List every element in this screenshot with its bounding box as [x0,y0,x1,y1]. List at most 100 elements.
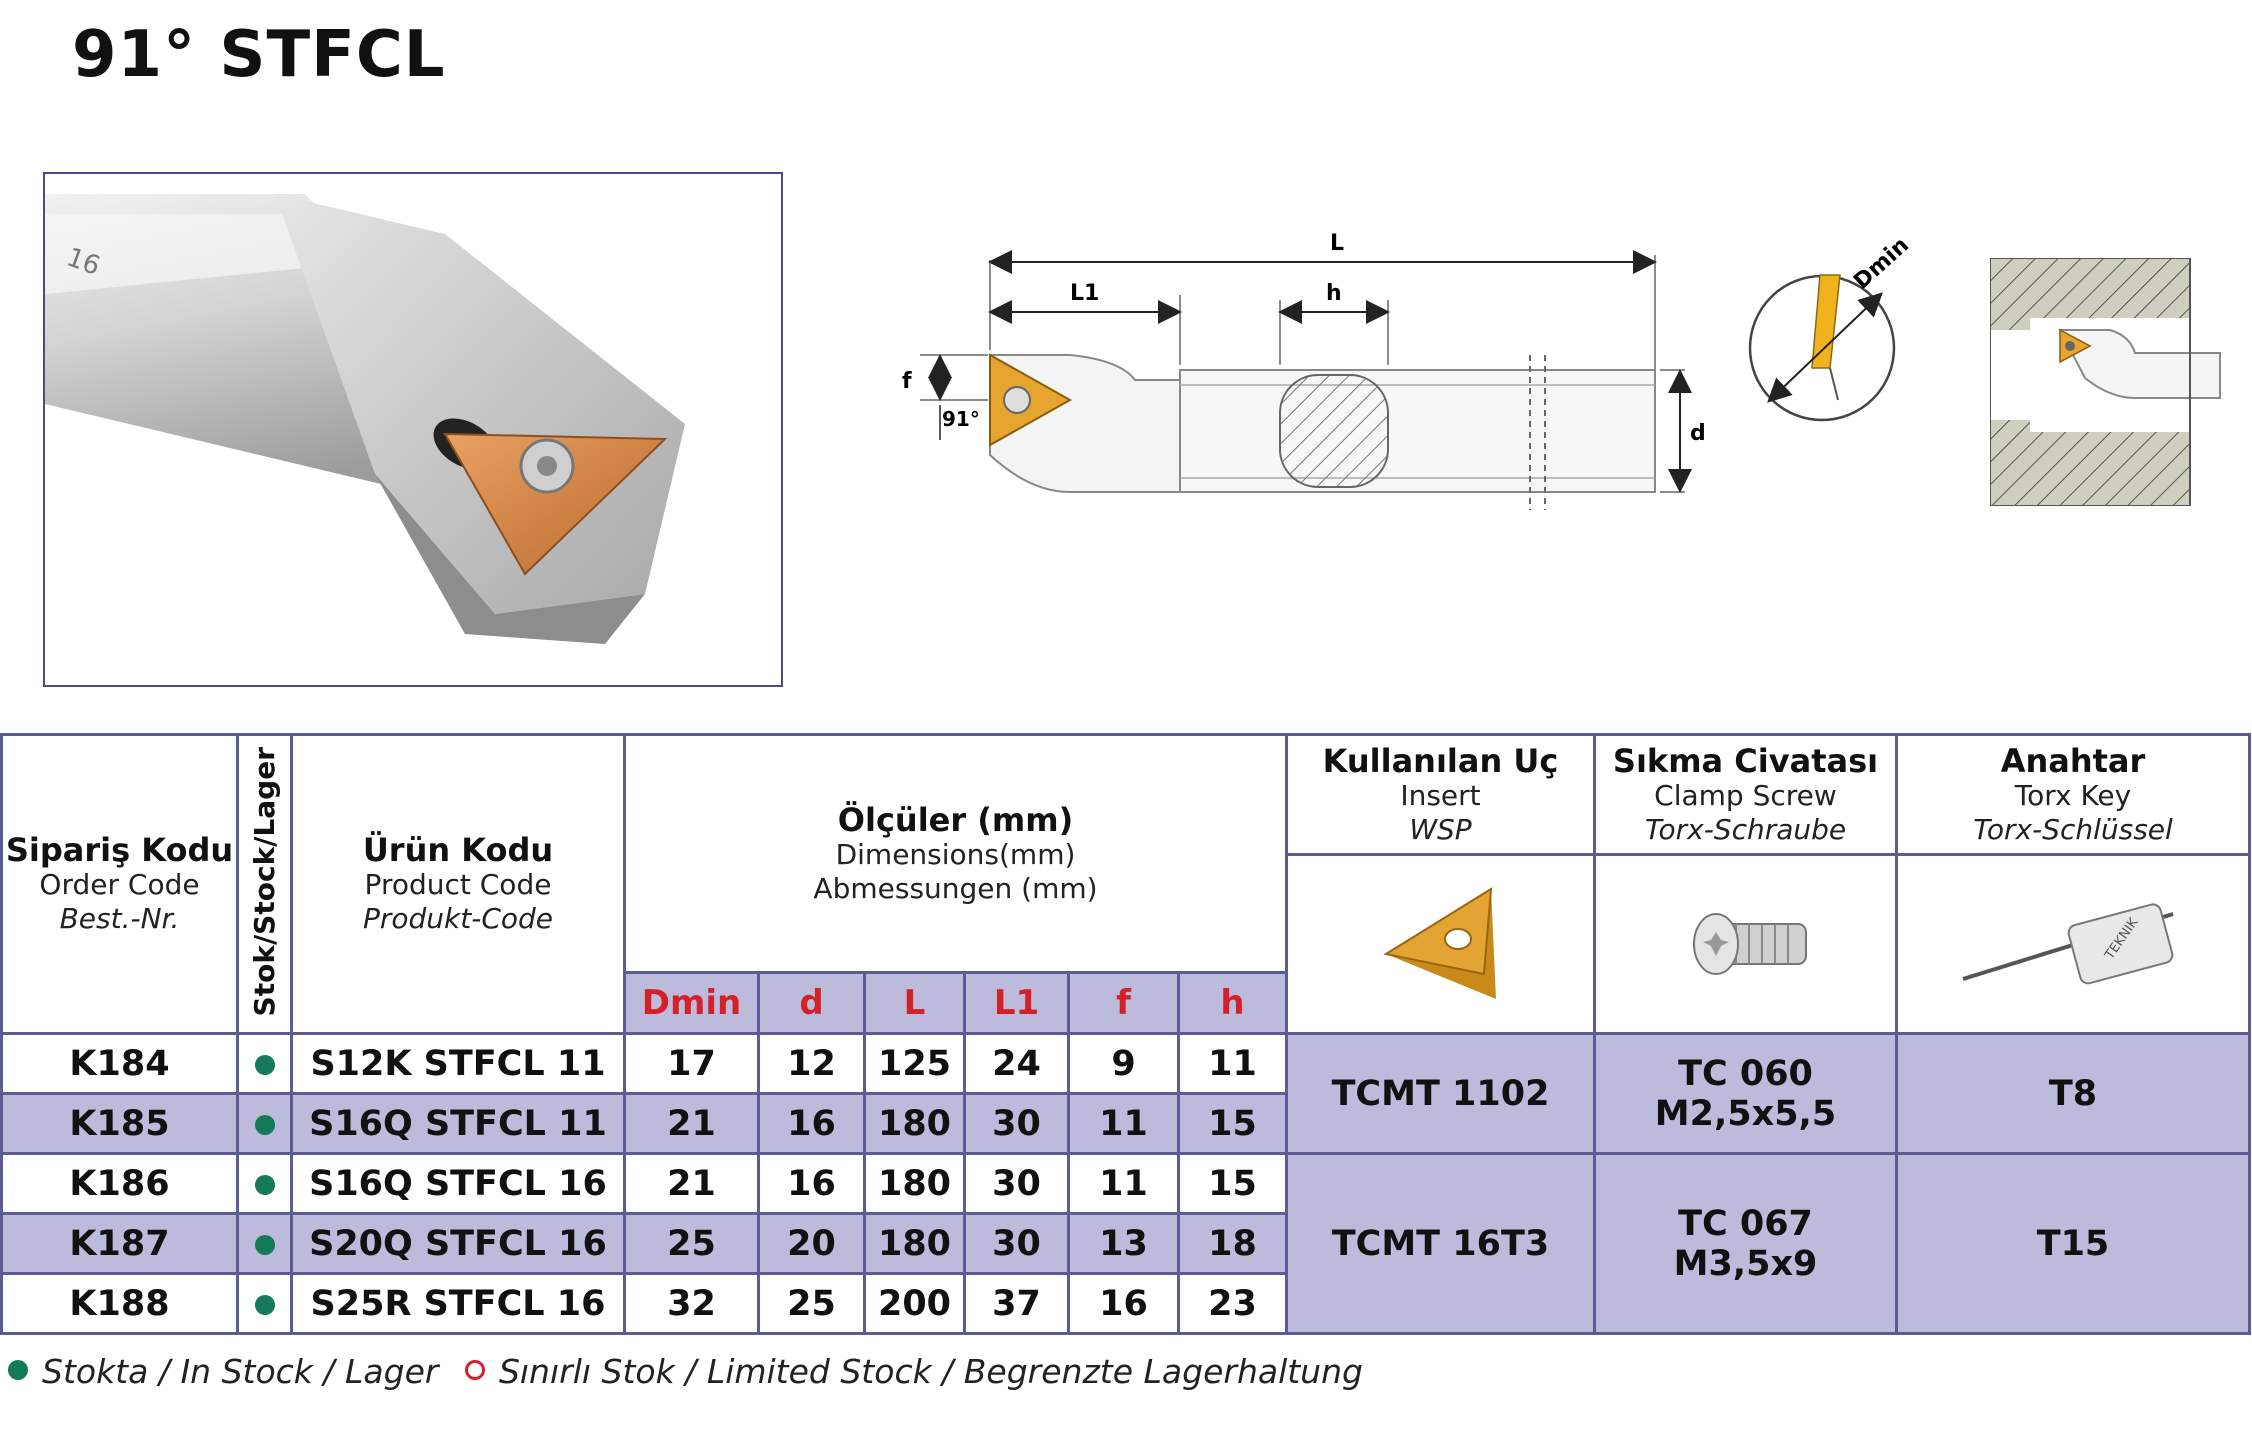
dim-col-dmin: Dmin [623,971,760,1035]
min-bore-detail: Dmin [1748,233,1914,422]
h-cell: 15 [1177,1092,1288,1155]
insert-en: Insert [1400,778,1481,812]
key-header: Anahtar Torx Key Torx-Schlüssel [1895,733,2251,856]
dimensions-tr: Ölçüler (mm) [837,800,1074,839]
in-stock-legend-text: Stokta / In Stock / Lager [42,1352,439,1391]
key-value-cell: T8 [1895,1032,2251,1155]
d-cell: 12 [757,1032,866,1095]
h-cell: 11 [1177,1032,1288,1095]
key-en: Torx Key [2014,778,2132,812]
product-code-cell: S12K STFCL 11 [290,1032,626,1095]
stock-cell [236,1272,293,1335]
table-row: K186 S16Q STFCL 16 21 16 180 30 11 15 TC… [0,1152,2251,1335]
product-code-cell: S25R STFCL 16 [290,1272,626,1335]
screw-size: M3,5x9 [1673,1243,1818,1284]
product-code-cell: S16Q STFCL 11 [290,1092,626,1155]
dimension-drawing: L L1 h f 91° d [902,231,1706,510]
d-cell: 25 [757,1272,866,1335]
clamp-screw-de: Torx-Schraube [1644,812,1847,846]
L1-cell: 30 [963,1212,1070,1275]
in-stock-dot [254,1294,275,1315]
label-L: L [1330,231,1344,256]
product-photo: 16 [43,172,783,687]
screw-image-cell [1593,853,1898,1035]
dimensions-header: Ölçüler (mm) Dimensions(mm) Abmessungen … [623,733,1288,974]
L-cell: 125 [863,1032,966,1095]
order-code-tr: Sipariş Kodu [5,831,234,869]
stock-cell [236,1212,293,1275]
dmin-cell: 17 [623,1032,760,1095]
key-value-cell: T15 [1895,1152,2251,1335]
dim-col-d: d [757,971,866,1035]
dim-col-h: h [1177,971,1288,1035]
dmin-cell: 21 [623,1152,760,1215]
h-cell: 18 [1177,1212,1288,1275]
order-code-cell: K185 [0,1092,239,1155]
insert-de: WSP [1409,812,1472,846]
L-cell: 180 [863,1212,966,1275]
d-cell: 16 [757,1092,866,1155]
boring-bar-photo: 16 [45,174,781,685]
label-f: f [902,369,912,394]
torx-screw-icon [1692,913,1807,975]
product-code-cell: S16Q STFCL 16 [290,1152,626,1215]
product-code-tr: Ürün Kodu [362,831,554,869]
dimensions-en: Dimensions(mm) [835,837,1076,871]
f-cell: 13 [1067,1212,1180,1275]
dmin-cell: 32 [623,1272,760,1335]
insert-image-cell [1285,853,1596,1035]
L-cell: 180 [863,1152,966,1215]
dim-col-f: f [1067,971,1180,1035]
key-de: Torx-Schlüssel [1973,812,2173,846]
clamp-screw-en: Clamp Screw [1654,778,1837,812]
L-cell: 200 [863,1272,966,1335]
in-stock-dot [254,1114,275,1135]
d-cell: 16 [757,1152,866,1215]
triangle-insert-icon [1382,887,1496,999]
stock-header: Stok/Stock/Lager [236,733,293,1035]
product-code-de: Produkt-Code [362,902,554,935]
insert-value-cell: TCMT 1102 [1285,1032,1596,1155]
L-cell: 180 [863,1092,966,1155]
in-stock-dot [254,1234,275,1255]
spec-table: Sipariş Kodu Order Code Best.-Nr. Stok/S… [0,733,2251,1335]
stock-header-text: Stok/Stock/Lager [248,747,281,1017]
product-code-cell: S20Q STFCL 16 [290,1212,626,1275]
order-code-en: Order Code [39,868,200,901]
screw-code: TC 060 [1678,1053,1813,1094]
insert-value-cell: TCMT 16T3 [1285,1152,1596,1335]
limited-stock-legend-text: Sınırlı Stok / Limited Stock / Begrenzte… [498,1352,1363,1391]
f-cell: 11 [1067,1152,1180,1215]
stock-cell [236,1092,293,1155]
in-stock-dot [254,1054,275,1075]
label-h: h [1326,281,1342,306]
order-code-header: Sipariş Kodu Order Code Best.-Nr. [0,733,239,1035]
clamp-screw-tr: Sıkma Civatası [1612,741,1879,780]
order-code-cell: K186 [0,1152,239,1215]
h-cell: 15 [1177,1152,1288,1215]
dmin-cell: 25 [623,1212,760,1275]
torx-key-icon: TEKNIK [1962,903,2174,985]
key-tr: Anahtar [2000,741,2146,780]
product-code-header: Ürün Kodu Product Code Produkt-Code [290,733,626,1035]
dmin-cell: 21 [623,1092,760,1155]
clamp-screw-header: Sıkma Civatası Clamp Screw Torx-Schraube [1593,733,1898,856]
dim-col-L: L [863,971,966,1035]
f-cell: 11 [1067,1092,1180,1155]
table-row: K184 S12K STFCL 11 17 12 125 24 9 11 TCM… [0,1032,2251,1155]
L1-cell: 24 [963,1032,1070,1095]
insert-header: Kullanılan Uç Insert WSP [1285,733,1596,856]
insert-tr: Kullanılan Uç [1322,741,1559,780]
label-angle: 91° [942,407,980,431]
order-code-cell: K184 [0,1032,239,1095]
key-image-cell: TEKNIK [1895,853,2251,1035]
product-code-en: Product Code [364,868,552,901]
table-row: K188 S25R STFCL 16 32 25 200 37 16 23 [0,1272,2250,1335]
L1-cell: 30 [963,1092,1070,1155]
order-code-cell: K187 [0,1212,239,1275]
screw-code: TC 067 [1678,1203,1813,1244]
f-cell: 16 [1067,1272,1180,1335]
order-code-de: Best.-Nr. [59,902,180,935]
label-L1: L1 [1070,281,1099,306]
limited-stock-legend-dot [464,1359,485,1380]
